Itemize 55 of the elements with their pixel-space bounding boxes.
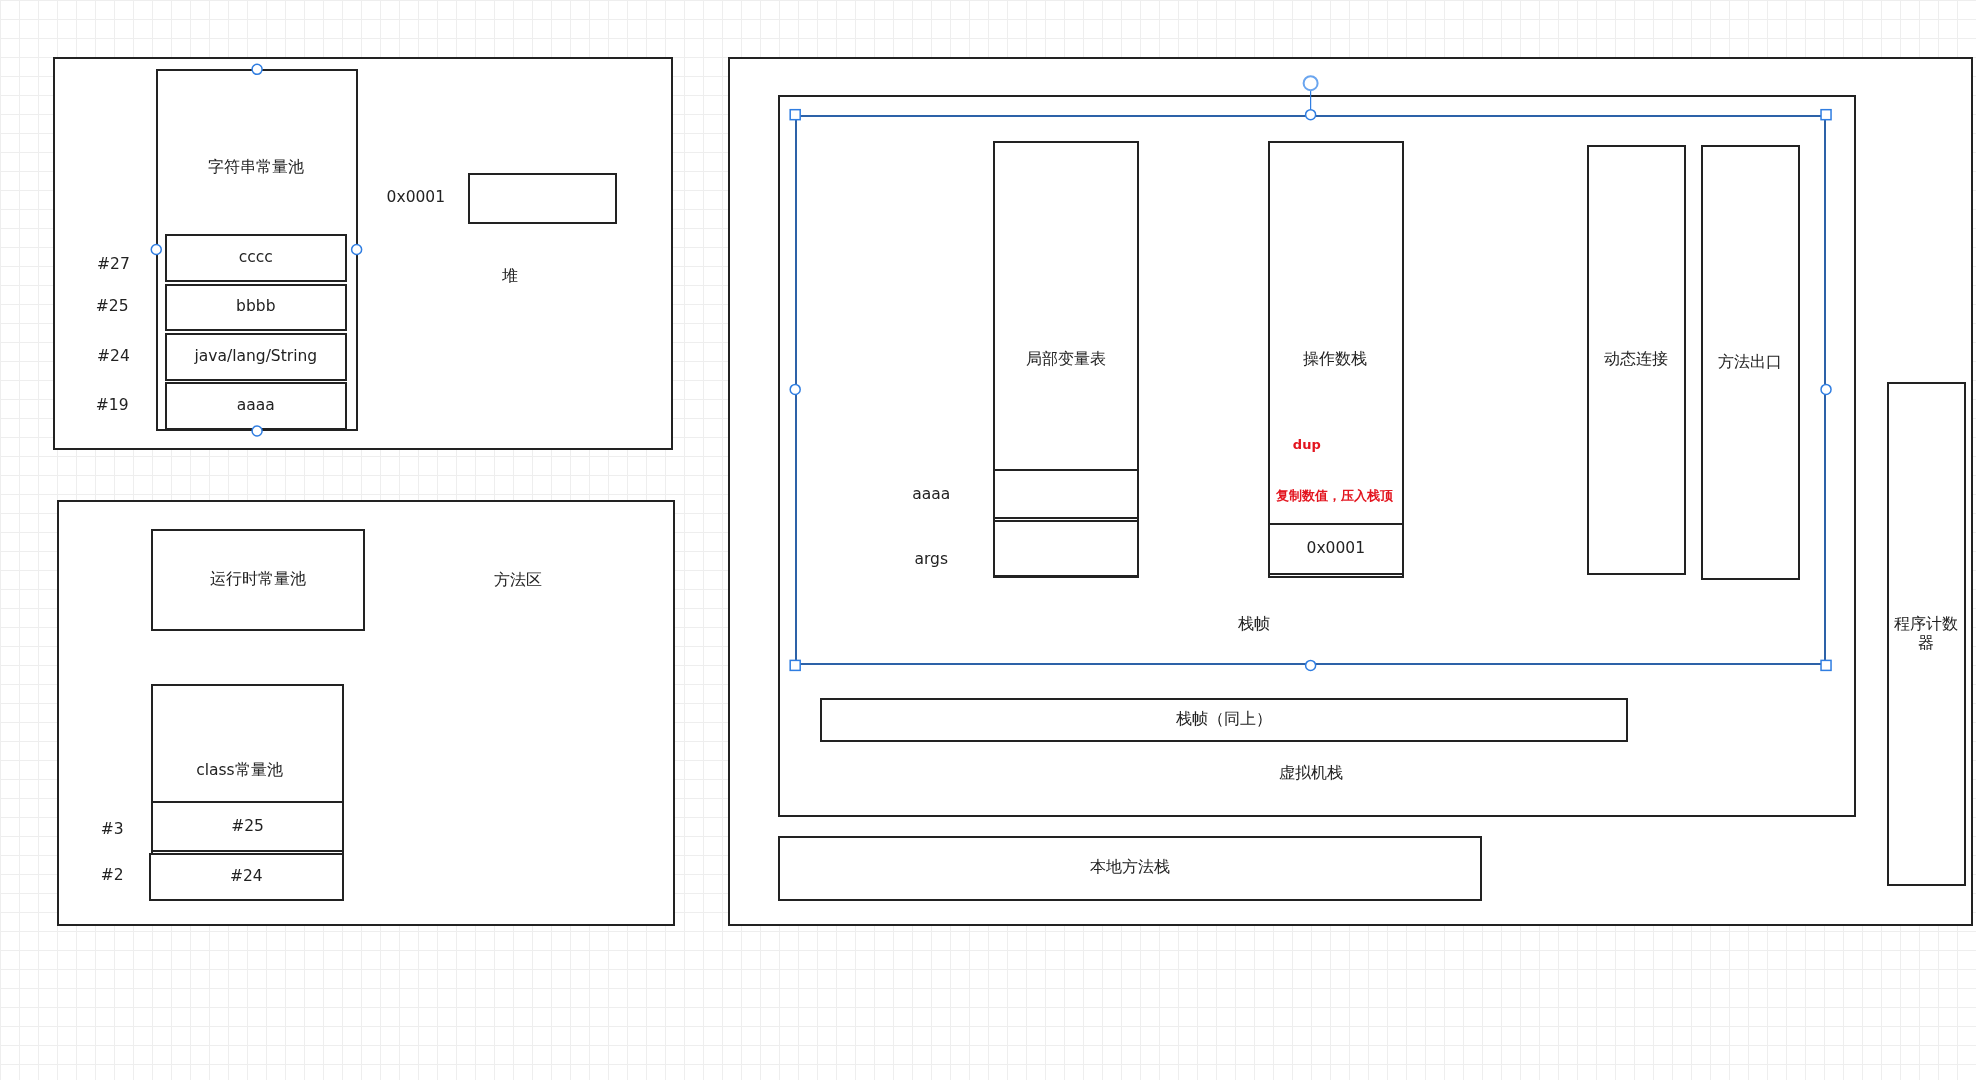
program-counter-box — [1886, 381, 1966, 886]
box-label: 本地方法栈 — [1089, 858, 1170, 878]
box-label: 字符串常量池 — [207, 157, 304, 178]
method-exit-box — [1701, 144, 1800, 580]
side-label: aaaa — [912, 485, 951, 505]
memory-region-box — [728, 56, 1974, 927]
slot-box — [993, 520, 1140, 578]
box-label: 栈帧 — [1237, 615, 1270, 635]
index-label: #25 — [95, 297, 129, 318]
pool-entry-box — [148, 853, 344, 901]
box-label: 虚拟机栈 — [1278, 764, 1343, 784]
local-variable-table-box — [993, 141, 1140, 579]
side-label: args — [914, 549, 949, 570]
vm-stack-box — [777, 94, 1857, 817]
method-area-box — [56, 500, 676, 927]
box-label: cccc — [238, 248, 273, 268]
pool-entry-box — [165, 283, 347, 332]
pool-entry-box — [165, 234, 347, 283]
box-label: 方法区 — [493, 571, 542, 591]
index-label: #19 — [95, 396, 129, 416]
native-stack-box — [777, 835, 1482, 901]
index-label: #3 — [100, 820, 124, 841]
box-label: 操作数栈 — [1302, 350, 1367, 371]
class-pool-box — [151, 684, 344, 902]
box-label: #25 — [231, 817, 264, 837]
box-label: aaaa — [236, 396, 275, 416]
heap-region-box — [52, 56, 673, 450]
box-label: 方法出口 — [1718, 353, 1783, 373]
box-label: java/lang/String — [194, 346, 318, 367]
box-label: 程序计数器 — [1893, 614, 1959, 654]
note-text: 复制数值，压入栈顶 — [1276, 488, 1393, 505]
runtime-pool-box — [151, 529, 366, 632]
index-label: #2 — [100, 866, 124, 886]
pool-entry-box — [151, 801, 344, 852]
note-text: dup — [1292, 436, 1321, 453]
box-label: 堆 — [502, 267, 519, 287]
stack-frame-box — [820, 698, 1629, 743]
box-label: 运行时常量池 — [210, 570, 307, 590]
pool-entry-box — [165, 332, 347, 381]
slot-box — [993, 468, 1140, 520]
box-label: 动态连接 — [1603, 350, 1668, 371]
box-label: class常量池 — [196, 761, 283, 781]
index-label: #27 — [97, 254, 130, 275]
pool-entry-box — [165, 381, 347, 430]
dynamic-link-box — [1586, 144, 1687, 575]
box-label: 局部变量表 — [1026, 350, 1107, 371]
box-label: 0x0001 — [1306, 539, 1365, 559]
box-label: 栈帧（同上） — [1176, 710, 1273, 730]
index-label: #24 — [97, 346, 130, 367]
object-box — [467, 172, 618, 225]
box-label: bbbb — [236, 297, 276, 318]
box-label: #24 — [230, 867, 263, 887]
side-label: 0x0001 — [386, 188, 446, 208]
operand-stack-box — [1267, 141, 1404, 579]
stack-entry-box — [1267, 522, 1404, 575]
